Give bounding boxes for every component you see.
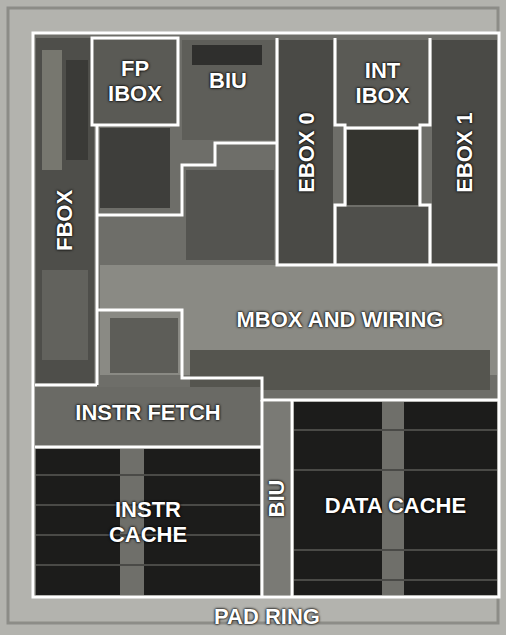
ebox-region: EBOX 0: [279, 42, 333, 262]
region-label: BIU: [209, 68, 247, 93]
pad-ring-label: PAD RING: [214, 604, 320, 629]
fbox-region: FBOX: [36, 110, 94, 330]
region-label: DATA CACHE: [325, 493, 466, 518]
cache-region: DATA CACHE: [294, 430, 497, 580]
ebox-region: EBOX 1: [432, 42, 497, 262]
region-label: EBOX 1: [452, 112, 477, 193]
fp-ibox-region: FP IBOX: [95, 40, 175, 122]
region-label: FP IBOX: [100, 56, 170, 106]
region-label: EBOX 0: [294, 112, 319, 193]
cache-region: INSTR CACHE: [36, 452, 260, 592]
region-label: FBOX: [53, 189, 78, 250]
biu-region: BIU: [262, 402, 292, 595]
region-label: BIU: [265, 480, 290, 518]
region-label: INT IBOX: [343, 58, 423, 108]
region-label: INSTR CACHE: [73, 497, 223, 547]
mbox-region: MBOX AND WIRING: [185, 298, 495, 340]
int-ibox-region: INT IBOX: [337, 40, 428, 126]
region-label: INSTR FETCH: [75, 400, 220, 425]
fetch-region: INSTR FETCH: [36, 390, 260, 435]
region-label: MBOX AND WIRING: [237, 307, 444, 332]
biu-region: BIU: [182, 45, 274, 115]
